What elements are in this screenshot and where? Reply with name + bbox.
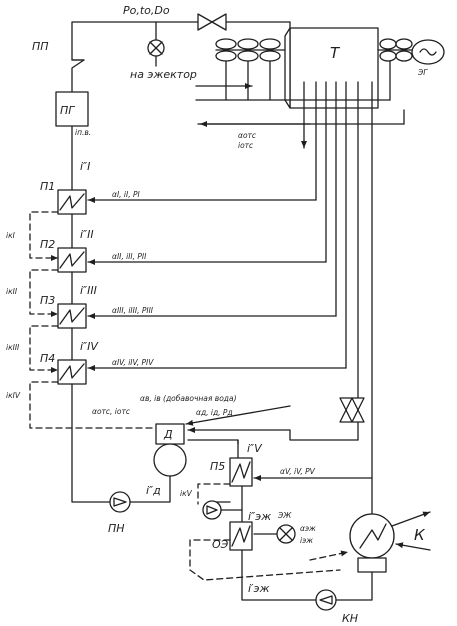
heater-p5-label: П5: [210, 460, 225, 473]
i5-label: i″V: [247, 442, 263, 455]
cooling-water-lines: [391, 511, 431, 551]
oe-drain-arrow: [309, 550, 349, 561]
heater-p1-label: П1: [40, 180, 55, 193]
electric-generator: [411, 39, 445, 65]
ejector-steam-branch: [147, 21, 165, 67]
seal-cooler-label: ОЭ: [212, 538, 229, 551]
turbine-extraction-lines: [301, 81, 373, 531]
extraction-total-alpha: αотс: [238, 131, 257, 140]
deaerator-steam-valve: [339, 397, 365, 423]
heater-p4-label: П4: [40, 352, 55, 365]
generator-label: ЭГ: [417, 68, 428, 77]
i-ej-out-label: i′эж: [248, 582, 270, 595]
extraction-2-label: αII, iII, PII: [112, 252, 147, 261]
ejector-label: ЭЖ: [277, 511, 292, 520]
heater-p1: [57, 189, 87, 215]
ik5-label: iкV: [180, 489, 193, 498]
right-shaft-seals: [377, 38, 415, 101]
ejector-alpha-label: αэж: [300, 524, 316, 533]
steam-generator: [55, 91, 89, 127]
stop-valve: [197, 13, 227, 31]
p5-to-deaerator: [187, 439, 239, 445]
heater-p2-label: П2: [40, 238, 55, 251]
feed-pump: [109, 491, 131, 513]
extraction-d-line: [187, 427, 359, 441]
deaerator-outlet: [127, 475, 171, 503]
superheater-label: ПП: [32, 40, 49, 53]
condensate-pump-label: КН: [342, 612, 358, 625]
turbine-label: Т: [330, 44, 341, 62]
feed-return-pipe: [71, 383, 113, 503]
extraction-4-label: αIV, iIV, PIV: [112, 358, 154, 367]
heater-p2: [57, 247, 87, 273]
i2-label: i″II: [80, 228, 94, 241]
to-ejector-label: на эжектор: [130, 68, 197, 81]
heater-p3-label: П3: [40, 294, 55, 307]
condensate-to-oe: [241, 549, 317, 601]
steam-params-label: Po,to,Do: [123, 4, 170, 17]
makeup-water-label: αв, iв (добавочная вода): [140, 394, 237, 403]
turbine: [284, 27, 379, 109]
i4-label: i″IV: [80, 340, 99, 353]
heater-p3: [57, 303, 87, 329]
condensate-outlet: [335, 571, 373, 601]
makeup-water-line: [185, 405, 291, 426]
condensate-pump: [315, 589, 337, 611]
extraction-d-label: αд, iд, Pд: [196, 408, 233, 417]
p5-drain-loop: [197, 483, 243, 520]
ik2-label: iкII: [6, 287, 18, 296]
extraction-1-label: αI, iI, PI: [112, 190, 141, 199]
left-shaft-seals: [215, 38, 286, 101]
steam-generator-label: ПГ: [60, 104, 75, 117]
svg-text:Po,to,Do: Po,to,Do: [123, 4, 170, 17]
i1-label: i″I: [80, 160, 90, 173]
ik4-label: iкIV: [6, 391, 21, 400]
extraction-5-label: αV, iV, PV: [280, 467, 316, 476]
seal-cooler: [229, 521, 253, 551]
feedwater-in-label: iп.в.: [75, 128, 91, 137]
i3-label: i″III: [80, 284, 97, 297]
ejector-i-label: iэж: [300, 536, 313, 545]
heater-p5: [229, 457, 253, 487]
ejector-cooler: [253, 524, 296, 544]
i-ej-in-label: i″эж: [248, 510, 271, 523]
ik1-label: iкI: [6, 231, 16, 240]
extraction-total-i: iотс: [238, 141, 254, 150]
condenser-label: К: [414, 526, 426, 544]
ik3-label: iкIII: [6, 343, 20, 352]
superheater: [71, 49, 85, 79]
deaerator: [153, 423, 187, 477]
condenser: [349, 513, 395, 573]
drain-cascade: [29, 211, 161, 429]
oe-drain-line: [189, 539, 341, 581]
i-d-label: i″д: [146, 484, 161, 497]
feed-pump-label: ПН: [108, 522, 125, 535]
deaerator-label: Д: [163, 428, 173, 441]
deaerator-extr-label: αотс, iотс: [92, 407, 131, 416]
heater-p4: [57, 359, 87, 385]
extraction-3-label: αIII, iIII, PIII: [112, 306, 154, 315]
